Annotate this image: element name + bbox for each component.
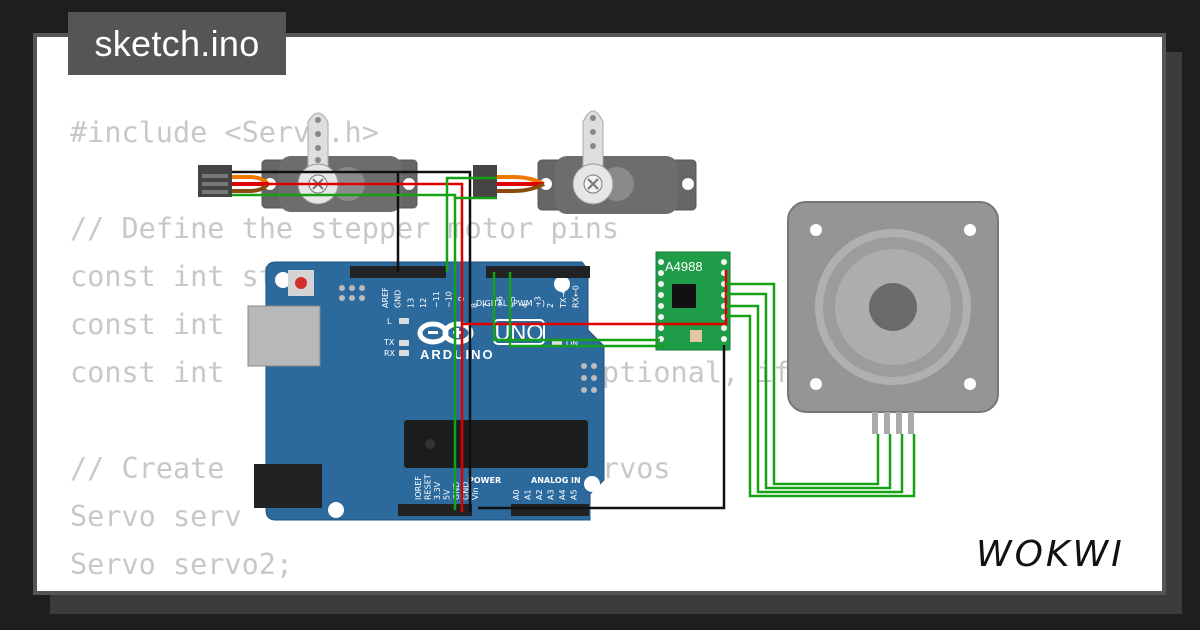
a4988-driver[interactable]: A4988 — [655, 251, 731, 351]
pin-label: ~6 — [495, 296, 504, 308]
pin-label: RESET — [424, 474, 433, 500]
pin-label: A4 — [558, 489, 567, 500]
pin-label: A1 — [524, 489, 533, 500]
pin-label: A3 — [547, 489, 556, 500]
analog-label: ANALOG IN — [531, 476, 581, 485]
pin-label: 8 — [470, 303, 479, 308]
driver-chip — [672, 284, 696, 308]
stepper-motor[interactable] — [787, 201, 999, 434]
pin-label: 7 — [483, 303, 492, 308]
file-tab[interactable]: sketch.ino — [68, 12, 286, 75]
analog-header[interactable] — [511, 504, 589, 516]
servo-connectors — [198, 165, 497, 197]
driver-pin[interactable] — [721, 259, 727, 265]
usb-port — [247, 305, 321, 367]
atmega-chip — [404, 420, 588, 468]
pin-label: ~5 — [508, 296, 517, 308]
pin-label: ~11 — [432, 291, 441, 308]
driver-pin[interactable] — [721, 336, 727, 342]
led-label-rx: RX — [384, 349, 396, 358]
pin-label: AREF — [381, 287, 390, 308]
servo-1[interactable] — [261, 112, 418, 212]
pin-label: GND — [462, 482, 471, 500]
pin-label: RX←0 — [572, 285, 581, 308]
code-line: const int — [70, 308, 225, 341]
pin-label: 13 — [406, 298, 415, 308]
pin-label: 4 — [521, 303, 530, 308]
pin-label: A0 — [512, 489, 521, 500]
wokwi-logo-text: WOKWI — [976, 534, 1125, 575]
power-label: POWER — [468, 476, 501, 485]
driver-pin[interactable] — [658, 259, 664, 265]
driver-pin[interactable] — [658, 281, 664, 287]
code-line: #include <Servo.h> — [70, 116, 379, 149]
power-header[interactable] — [398, 504, 472, 516]
pin-label: 5V — [443, 489, 452, 500]
driver-potentiometer[interactable] — [690, 330, 702, 342]
driver-label: A4988 — [665, 259, 703, 274]
power-jack — [254, 464, 322, 508]
pin-label: TX→1 — [559, 286, 568, 309]
driver-pin[interactable] — [658, 325, 664, 331]
pin-label: Vin — [471, 487, 480, 500]
driver-pin[interactable] — [658, 270, 664, 276]
pin-label: 12 — [419, 298, 428, 308]
pin-label: 3.3V — [433, 481, 442, 500]
code-line: Servo servo2; — [70, 548, 294, 581]
code-line: Servo serv — [70, 500, 242, 533]
wokwi-logo[interactable]: WOKWI — [974, 526, 1150, 576]
led-label-on: ON — [566, 339, 578, 348]
pin-label: GND — [394, 290, 403, 308]
digital-header-right[interactable] — [486, 266, 590, 278]
pin-label: ~10 — [445, 291, 454, 308]
driver-pin[interactable] — [721, 325, 727, 331]
pin-label: GND — [452, 482, 461, 500]
led-label-l: L — [387, 317, 392, 326]
servo-2[interactable] — [537, 110, 697, 214]
pin-label: 2 — [546, 303, 555, 308]
driver-pin[interactable] — [658, 292, 664, 298]
pin-label: A2 — [535, 489, 544, 500]
pin-label: ~3 — [533, 296, 542, 308]
driver-pin[interactable] — [658, 314, 664, 320]
reset-button-cap[interactable] — [295, 277, 307, 289]
led-label-tx: TX — [383, 338, 395, 347]
wires — [232, 170, 916, 512]
driver-pin[interactable] — [658, 303, 664, 309]
pin-label: IOREF — [414, 476, 423, 500]
pin-label: A5 — [570, 489, 579, 500]
board-brand-label: ARDUINO — [420, 347, 495, 362]
arduino-uno-board[interactable]: UNO ARDUINO TX RX L ON DIGITAL (PWM ~) P… — [247, 261, 605, 521]
